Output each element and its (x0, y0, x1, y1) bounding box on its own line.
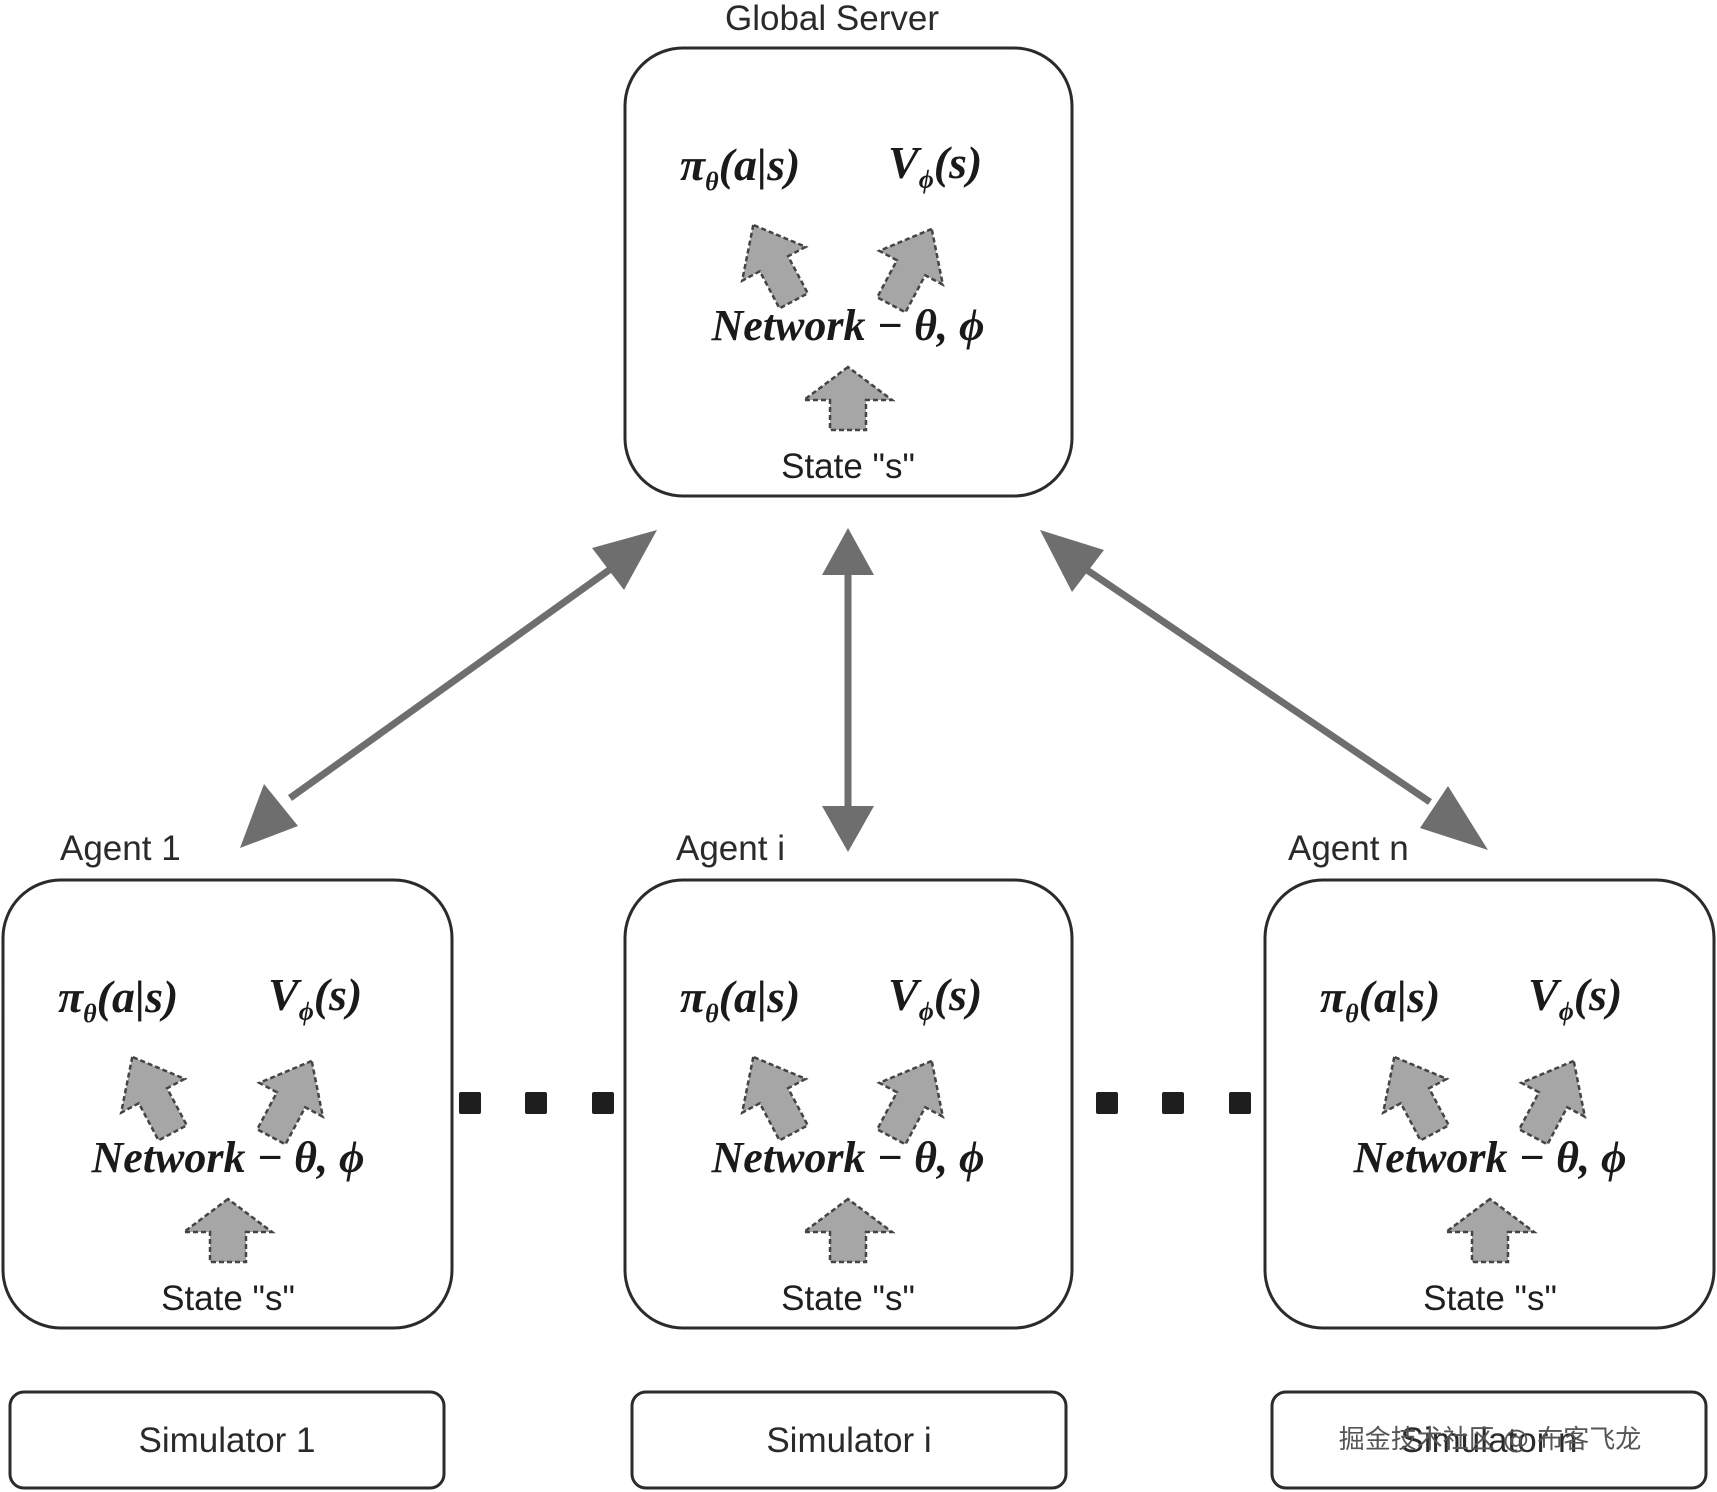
connector-server-agent1 (240, 530, 657, 848)
connector-server-agenti (822, 528, 874, 852)
server-policy-up-arrow-icon (740, 223, 810, 311)
server-value: Vϕ(s) (888, 137, 982, 194)
simulatorn-label: Simulator n (1400, 1421, 1577, 1460)
server-value-up-arrow-icon (875, 227, 945, 315)
agentn-box[interactable]: πθ(a|s) Vϕ(s) Network − θ, ϕ State "s" (1263, 878, 1716, 1330)
connector-server-agentn (1040, 530, 1488, 850)
agent1-state: State "s" (161, 1279, 295, 1318)
agentn-state: State "s" (1423, 1279, 1557, 1318)
agentn-value: Vϕ(s) (1528, 969, 1622, 1026)
agent1-state-up-arrow-icon (180, 1197, 276, 1264)
agenti-value-up-arrow-icon (875, 1059, 945, 1147)
agentn-value-up-arrow-icon (1517, 1059, 1587, 1147)
server-state-up-arrow-icon (800, 365, 896, 432)
agenti-state: State "s" (781, 1279, 915, 1318)
agentn-state-up-arrow-icon (1442, 1197, 1538, 1264)
agenti-value: Vϕ(s) (888, 969, 982, 1026)
agent1-policy: πθ(a|s) (58, 971, 178, 1028)
server-state: State "s" (781, 447, 915, 486)
server-policy: πθ(a|s) (680, 139, 800, 196)
server-title: Global Server (725, 0, 939, 38)
agent1-value-up-arrow-icon (255, 1059, 325, 1147)
agentn-policy: πθ(a|s) (1320, 971, 1440, 1028)
server-network: Network − θ, ϕ (711, 301, 985, 350)
watermark: 掘金技术社区 @ 布客飞龙 (1339, 1425, 1642, 1455)
agenti-box[interactable]: πθ(a|s) Vϕ(s) Network − θ, ϕ State "s" (623, 878, 1074, 1330)
ellipsis-right (1096, 1092, 1251, 1114)
agenti-title: Agent i (676, 829, 785, 868)
simulator1-box[interactable]: Simulator 1 (8, 1390, 446, 1490)
agent1-network: Network − θ, ϕ (91, 1133, 365, 1182)
simulator1-label: Simulator 1 (138, 1421, 315, 1460)
agenti-policy-up-arrow-icon (740, 1055, 810, 1143)
simulatorn-box[interactable]: Simulator n 掘金技术社区 @ 布客飞龙 (1270, 1390, 1708, 1490)
agenti-policy: πθ(a|s) (680, 971, 800, 1028)
agent1-policy-up-arrow-icon (119, 1055, 189, 1143)
agenti-state-up-arrow-icon (800, 1197, 896, 1264)
simulatori-label: Simulator i (766, 1421, 931, 1460)
ellipsis-left (459, 1092, 614, 1114)
agent1-title: Agent 1 (60, 829, 181, 868)
agentn-policy-up-arrow-icon (1381, 1055, 1451, 1143)
agent1-value: Vϕ(s) (268, 969, 362, 1026)
agentn-title: Agent n (1288, 829, 1409, 868)
server-box[interactable]: πθ(a|s) Vϕ(s) Network − θ, ϕ State "s" (623, 46, 1074, 498)
agenti-network: Network − θ, ϕ (711, 1133, 985, 1182)
agentn-network: Network − θ, ϕ (1353, 1133, 1627, 1182)
agent1-box[interactable]: πθ(a|s) Vϕ(s) Network − θ, ϕ State "s" (1, 878, 454, 1330)
simulatori-box[interactable]: Simulator i (630, 1390, 1068, 1490)
